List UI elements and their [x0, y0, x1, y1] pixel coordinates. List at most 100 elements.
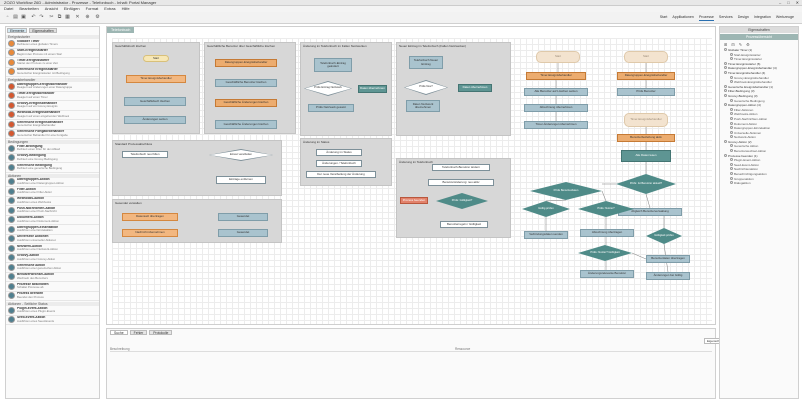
save-icon[interactable]: ▣ — [21, 14, 26, 20]
action-node[interactable]: Änderungen bei Gültig — [646, 272, 690, 280]
action-node[interactable]: Abrechnung übernehmen — [524, 104, 588, 112]
action-node[interactable]: Änderungen / Telefonbuch — [316, 160, 362, 167]
action-node[interactable]: Der neue Verarbeitung der Änderung — [306, 171, 376, 178]
new-icon[interactable]: ▫ — [6, 14, 9, 20]
outline-item[interactable]: Dialogaktion — [720, 181, 798, 186]
tab-telefonbuch[interactable]: Telefonbuch — [107, 27, 135, 33]
action-node[interactable]: Alle Daten lesen — [621, 150, 671, 162]
outline-item[interactable]: Datengruppen-Ereignisbehandler (4) — [720, 66, 798, 71]
start-event[interactable]: Start — [536, 51, 580, 63]
outline-item[interactable]: Benachrichtigungsaktion — [720, 172, 798, 177]
outline-item[interactable]: Groovy-Ereignisbehandler — [720, 75, 798, 81]
menu-einfuegen[interactable]: Einfügen — [63, 6, 80, 11]
zoom-icon[interactable]: ⊕ — [85, 14, 90, 20]
condition-node[interactable]: Gültig prüfen — [522, 201, 570, 217]
palette-section-header[interactable]: Aktionen — [6, 173, 99, 178]
undo-icon[interactable]: ↶ — [31, 14, 36, 20]
action-node[interactable]: Abrechnung übertragen — [580, 229, 634, 237]
outline-item[interactable]: Start-Ereignisstarter — [720, 52, 798, 58]
outline-item[interactable]: Universelle Aktionen — [720, 130, 798, 136]
outline-item[interactable]: Datengruppen-Einzelaktion — [720, 126, 798, 131]
menu-ansicht[interactable]: Ansicht — [44, 6, 58, 11]
action-node[interactable]: Daten übernehmen — [458, 84, 492, 92]
nav-services[interactable]: Services — [718, 15, 733, 19]
datagroup-event-handler[interactable]: Datengruppen-Ereignisbehandler — [215, 59, 277, 67]
datagroup-event-handler[interactable]: Datengruppen-Ereignisbehandler — [617, 72, 675, 80]
outline-item[interactable]: Generische Ereignisbehandler (1) — [720, 84, 798, 90]
paste-icon[interactable]: ▦ — [65, 14, 70, 20]
outline-item[interactable]: Groovy-Aktion (2) — [720, 139, 798, 145]
action-node[interactable]: Benutzerregeln / Gültigkeit — [440, 221, 488, 228]
datagroup-event-handler[interactable]: Geschäftliche Änderungen löschen — [215, 99, 277, 107]
action-node[interactable]: Änderung im Status — [316, 149, 362, 156]
action-node[interactable]: Einträge entfernen — [216, 176, 266, 184]
outline-header[interactable]: Eigenschaften — [720, 27, 798, 33]
datagroup-event-handler[interactable]: Datensatz übertragen — [122, 213, 178, 221]
menu-format[interactable]: Format — [85, 6, 99, 11]
outline-item[interactable]: Filter-Bedingung (3) — [720, 89, 798, 94]
action-node[interactable]: Alle Benutzer auf Löschen setzen — [524, 88, 588, 96]
lane-standard-abschluss[interactable]: Standard Prozessabschluss — [112, 140, 282, 196]
process-end-node[interactable]: Prozess beenden — [400, 197, 428, 204]
action-node[interactable]: Telefonbuch neu füllen — [122, 151, 168, 158]
condition-node[interactable]: Prüfe Neu? — [404, 80, 448, 95]
minimize-button[interactable]: – — [778, 0, 782, 5]
outline-item[interactable]: Webhook-Ereignisbehandler — [720, 80, 798, 85]
action-node[interactable]: Prüfe Benutzer — [617, 88, 675, 96]
action-node[interactable]: Änderungsrelevante Benutzer — [580, 270, 634, 278]
tab-fehler[interactable]: Fehler — [129, 330, 148, 335]
action-node[interactable]: Prüfe Netzwerk gesamt — [308, 104, 354, 112]
start-event[interactable]: Start — [624, 51, 668, 63]
condition-node[interactable]: Prüfe: Nutzer? — [578, 201, 634, 217]
lane-benutzer-loeschen[interactable]: Geschäftliche Benutzer über Geschäftlich… — [204, 42, 296, 134]
outline-item[interactable]: Webhooks-Aktion — [720, 112, 798, 117]
outline-item[interactable]: Seed-Event-Aktion — [720, 162, 798, 168]
action-node[interactable]: Benutzerdaten übertragen — [646, 255, 690, 263]
datagroup-event-handler[interactable]: Nachricht übernehmen — [122, 229, 178, 237]
nav-design[interactable]: Design — [737, 15, 749, 19]
outline-item[interactable]: Timer-Ereignisstarter (6) — [720, 61, 798, 67]
timer-event-handler[interactable]: Timer-Ereignisbehandler — [126, 75, 186, 83]
process-canvas[interactable]: Geschäftsbuch löschen Geschäftliche Benu… — [112, 38, 712, 324]
tab-elemente[interactable]: Elemente — [7, 28, 28, 33]
action-node[interactable]: Geschäftliche Änderungen löschen — [215, 120, 277, 129]
delete-icon[interactable]: ✕ — [75, 14, 80, 20]
outline-item[interactable]: Timer-Ereignisbehandler (4) — [720, 70, 798, 76]
action-node[interactable]: Änderungen setzen — [124, 116, 186, 124]
action-node[interactable]: Benutzeränderung: neu aktiv — [428, 179, 494, 186]
cut-icon[interactable]: ✂ — [49, 14, 54, 20]
action-node[interactable]: Gesendet — [218, 213, 268, 221]
nav-werkzeuge[interactable]: Werkzeuge — [775, 15, 794, 19]
menu-extras[interactable]: Extras — [104, 6, 116, 11]
expand-icon[interactable]: ⊞ — [724, 42, 728, 47]
outline-item[interactable]: Datengruppen-Aktion (4) — [720, 103, 798, 108]
edit-icon[interactable]: ✎ — [738, 42, 743, 47]
action-node[interactable]: Geschäftliche Benutzer löschen — [215, 79, 277, 87]
column-ressource[interactable]: Ressource — [455, 347, 471, 351]
connector-line[interactable] — [601, 190, 607, 202]
close-button[interactable]: ✕ — [795, 0, 799, 5]
condition-node[interactable]: Gültigkeit prüfen — [646, 228, 682, 244]
tab-eigenschaften[interactable]: Eigenschaften — [29, 28, 57, 33]
condition-node[interactable]: Prüfe: Gültigkeit? — [436, 193, 488, 209]
outline-item[interactable]: Generische Bedingung — [720, 98, 798, 104]
outline-item[interactable]: Benutzerwechsel-Aktion — [720, 149, 798, 154]
outline-item[interactable]: Globaler Timer (1) — [720, 48, 798, 53]
menu-hilfe[interactable]: Hilfe — [121, 6, 130, 11]
action-node[interactable]: Gesendet — [218, 229, 268, 237]
outline-item[interactable]: Filter-Aktionen — [720, 107, 798, 113]
